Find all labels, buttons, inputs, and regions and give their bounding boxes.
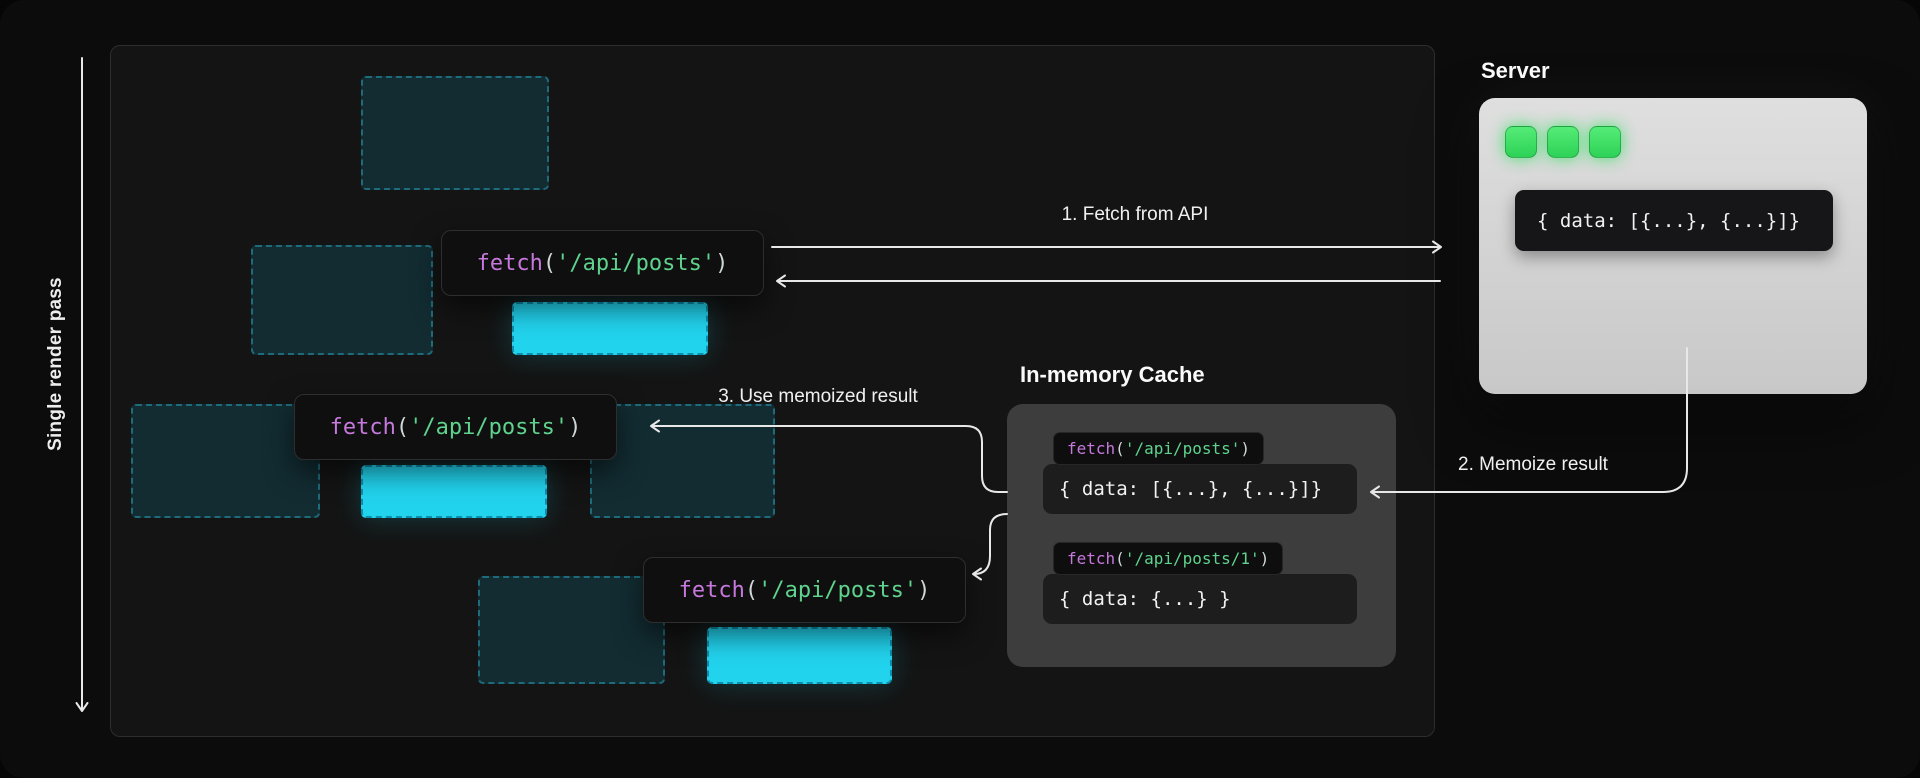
fetch-keyword: fetch [678, 577, 745, 603]
rendered-component-3 [707, 627, 892, 684]
rendered-component-1 [512, 302, 708, 355]
fetch-keyword: fetch [329, 414, 396, 440]
fetch-arg: '/api/posts' [1124, 439, 1241, 458]
cache-entry-2: fetch('/api/posts/1') { data: {...} } [1043, 542, 1357, 624]
rendered-component-2 [361, 465, 547, 518]
fetch-call-box-3: fetch('/api/posts') [643, 557, 966, 623]
fetch-paren-close: ) [1259, 549, 1270, 568]
arrow-label-memoize-result: 2. Memoize result [1458, 454, 1608, 475]
cache-entry-1: fetch('/api/posts') { data: [{...}, {...… [1043, 432, 1357, 514]
fetch-paren-open: ( [1115, 549, 1125, 568]
fetch-paren-close: ) [715, 250, 729, 276]
server-status-leds [1505, 126, 1621, 158]
server-led [1547, 126, 1579, 158]
fetch-paren-open: ( [1115, 439, 1125, 458]
cache-entry-key: fetch('/api/posts/1') [1053, 542, 1284, 575]
fetch-keyword: fetch [476, 250, 543, 276]
fetch-arg: '/api/posts/1' [1124, 549, 1260, 568]
component-placeholder-4 [590, 404, 775, 518]
component-placeholder-1 [361, 76, 549, 190]
component-placeholder-2 [251, 245, 433, 355]
fetch-paren-close: ) [917, 577, 931, 603]
server-led [1505, 126, 1537, 158]
fetch-call-box-1: fetch('/api/posts') [441, 230, 764, 296]
arrow-label-fetch-from-api: 1. Fetch from API [1061, 204, 1209, 225]
server-response-code: { data: [{...}, {...}]} [1515, 190, 1833, 251]
fetch-arg: '/api/posts' [556, 250, 716, 276]
server-panel: { data: [{...}, {...}]} [1479, 98, 1867, 394]
fetch-paren-open: ( [542, 250, 557, 276]
server-title: Server [1481, 58, 1550, 83]
fetch-paren-close: ) [1240, 439, 1251, 458]
arrow-label-use-memoized: 3. Use memoized result [718, 386, 918, 407]
cache-entry-value: { data: {...} } [1043, 574, 1357, 624]
cache-panel: fetch('/api/posts') { data: [{...}, {...… [1007, 404, 1396, 667]
fetch-arg: '/api/posts' [409, 414, 569, 440]
server-led [1589, 126, 1621, 158]
fetch-arg: '/api/posts' [758, 577, 918, 603]
render-pass-label: Single render pass [45, 277, 66, 451]
fetch-paren-open: ( [395, 414, 410, 440]
component-placeholder-3 [131, 404, 320, 518]
fetch-keyword: fetch [1067, 549, 1116, 568]
fetch-call-box-2: fetch('/api/posts') [294, 394, 617, 460]
fetch-paren-open: ( [744, 577, 759, 603]
cache-entry-key: fetch('/api/posts') [1053, 432, 1265, 465]
fetch-paren-close: ) [568, 414, 582, 440]
cache-entry-value: { data: [{...}, {...}]} [1043, 464, 1357, 514]
fetch-keyword: fetch [1067, 439, 1116, 458]
component-placeholder-5 [478, 576, 665, 684]
cache-title: In-memory Cache [1020, 362, 1205, 387]
